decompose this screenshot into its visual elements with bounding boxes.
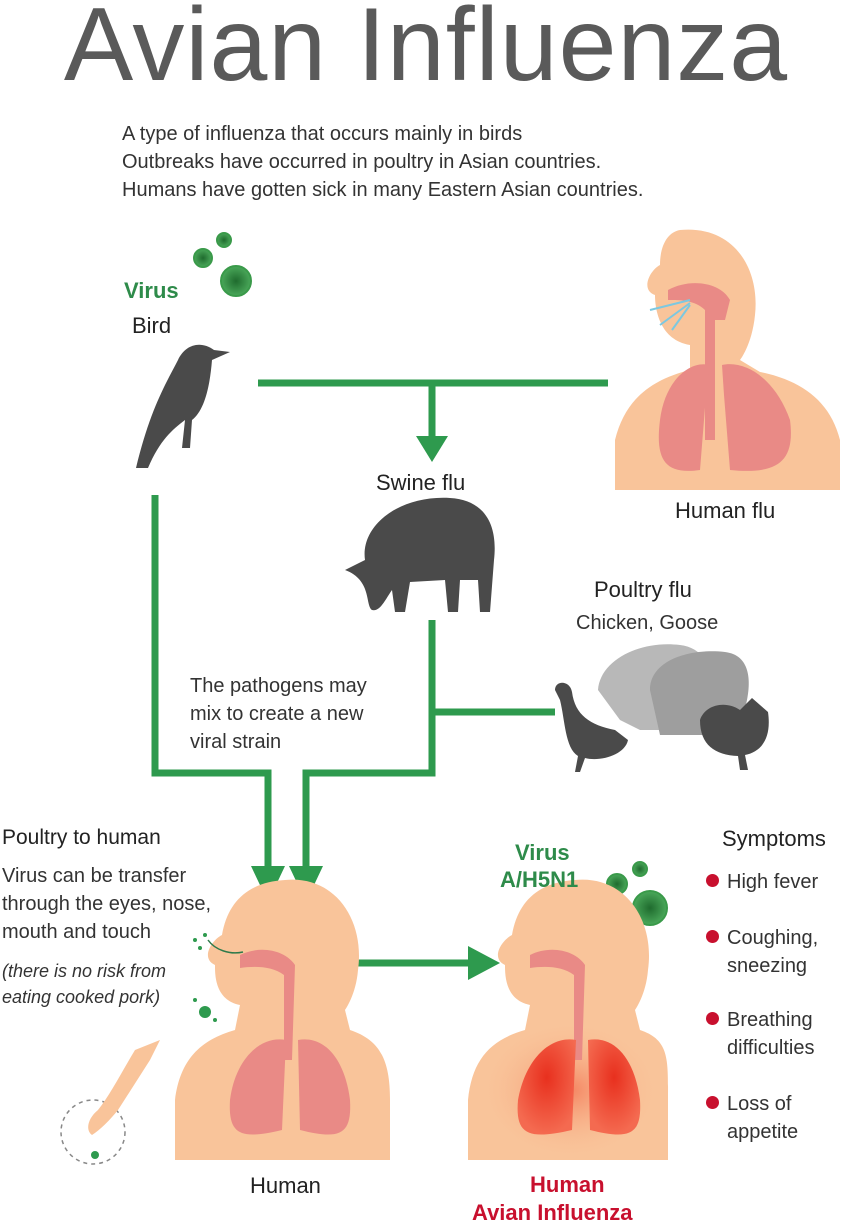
infected-virus-label: Virus xyxy=(515,840,570,865)
poultry-to-human-heading: Poultry to human xyxy=(2,826,161,849)
text-line: through the eyes, nose, xyxy=(2,893,212,915)
intro-text: A type of influenza that occurs mainly i… xyxy=(122,120,643,204)
virus-name: A/H5N1 xyxy=(500,867,579,892)
swine-to-human-connector xyxy=(302,620,436,870)
virus-particles-icon xyxy=(193,933,244,1022)
intro-line: A type of influenza that occurs mainly i… xyxy=(122,123,523,145)
text-line: mouth and touch xyxy=(2,921,151,943)
arrowhead-icon xyxy=(416,436,448,462)
poultry-to-human-text: Virus can be transfer through the eyes, … xyxy=(2,862,211,946)
flow-arrows xyxy=(151,379,608,967)
bird-to-human-connector xyxy=(151,495,272,870)
bullet-icon xyxy=(706,930,719,943)
symptom-item: Loss of appetite xyxy=(706,1090,798,1146)
arrowhead-icon xyxy=(468,946,500,980)
mix-text: The pathogens may mix to create a new vi… xyxy=(190,672,367,756)
human-flu-figure xyxy=(615,229,840,490)
mix-line: The pathogens may xyxy=(190,675,367,697)
poultry-flu-sub: Chicken, Goose xyxy=(576,612,719,634)
human-flu-label: Human flu xyxy=(675,498,776,523)
note-line: eating cooked pork) xyxy=(2,987,161,1007)
infected-label-line2: Avian Influenza xyxy=(472,1200,633,1225)
note-line: (there is no risk from xyxy=(2,961,167,981)
human-figure xyxy=(175,879,390,1160)
symptom-item: Coughing, sneezing xyxy=(706,924,818,980)
symptom-item: Breathing difficulties xyxy=(706,1006,814,1062)
poultry-icon xyxy=(555,644,769,772)
infected-human-figure xyxy=(468,879,669,1160)
human-label: Human xyxy=(250,1173,321,1198)
poultry-flu-label: Poultry flu xyxy=(594,577,692,602)
bullet-icon xyxy=(706,1096,719,1109)
symptom-text: Breathing xyxy=(727,1009,813,1031)
intro-line: Humans have gotten sick in many Eastern … xyxy=(122,179,644,201)
symptom-text: difficulties xyxy=(727,1037,815,1059)
mix-line: mix to create a new xyxy=(190,703,364,725)
symptom-text: sneezing xyxy=(727,955,808,977)
infected-label-line1: Human xyxy=(530,1172,605,1197)
page-title: Avian Influenza xyxy=(63,0,789,103)
mix-line: viral strain xyxy=(190,731,282,753)
symptom-text: Loss of xyxy=(727,1093,792,1115)
symptom-text: appetite xyxy=(727,1121,799,1143)
bird-virus-label: Virus xyxy=(124,278,179,303)
pig-icon xyxy=(345,497,495,612)
text-line: Virus can be transfer xyxy=(2,865,187,887)
symptom-text: Coughing, xyxy=(727,927,819,949)
bird-label: Bird xyxy=(132,313,172,338)
swine-flu-label: Swine flu xyxy=(376,470,466,495)
pork-note: (there is no risk from eating cooked por… xyxy=(2,958,166,1010)
bird-icon xyxy=(136,344,230,468)
bullet-icon xyxy=(706,1012,719,1025)
symptom-text: High fever xyxy=(727,871,819,893)
symptoms-heading: Symptoms xyxy=(722,826,826,851)
intro-line: Outbreaks have occurred in poultry in As… xyxy=(122,151,602,173)
bullet-icon xyxy=(706,874,719,887)
symptom-item: High fever xyxy=(706,868,818,896)
hand-touch-icon xyxy=(60,1040,160,1165)
